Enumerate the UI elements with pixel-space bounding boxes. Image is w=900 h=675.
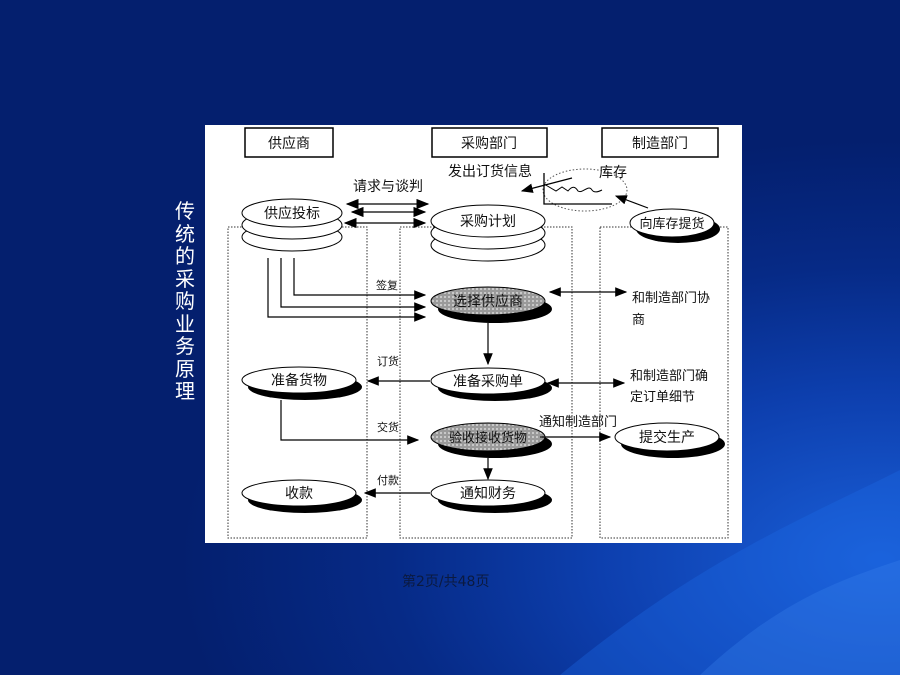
svg-text:提交生产: 提交生产 bbox=[639, 429, 695, 446]
svg-text:准备货物: 准备货物 bbox=[271, 372, 327, 389]
node-notify-finance: 通知财务 bbox=[430, 479, 552, 513]
inventory-label: 库存 bbox=[599, 165, 627, 181]
lane-header-manufacturing: 制造部门 bbox=[601, 127, 719, 158]
svg-text:向库存提货: 向库存提货 bbox=[639, 216, 704, 232]
label-consult-2: 商 bbox=[632, 313, 645, 328]
node-collect-payment: 收款 bbox=[241, 479, 362, 513]
node-inventory-pickup: 向库存提货 bbox=[629, 208, 720, 243]
slide-vertical-title: 传统的采购业务原理 bbox=[175, 199, 195, 403]
label-notify-mfg: 通知制造部门 bbox=[539, 414, 617, 430]
lane-header-supplier: 供应商 bbox=[244, 127, 334, 158]
svg-text:收款: 收款 bbox=[285, 486, 313, 502]
page-number: 第2页/共48页 bbox=[402, 574, 490, 590]
diagram-canvas bbox=[205, 125, 742, 543]
label-confirm-2: 定订单细节 bbox=[630, 390, 695, 405]
label-order: 订货 bbox=[377, 354, 399, 368]
node-submit-production: 提交生产 bbox=[614, 422, 725, 458]
reply-arrows bbox=[267, 258, 427, 322]
negotiation-arrows bbox=[343, 198, 430, 229]
svg-text:采购部门: 采购部门 bbox=[461, 136, 517, 152]
node-prepare-po: 准备采购单 bbox=[430, 367, 552, 401]
label-reply: 签复 bbox=[376, 278, 398, 292]
label-consult-1: 和制造部门协 bbox=[632, 291, 710, 306]
svg-text:制造部门: 制造部门 bbox=[632, 136, 688, 152]
node-supplier-bid: 供应投标 bbox=[241, 198, 343, 252]
svg-text:采购计划: 采购计划 bbox=[460, 214, 516, 230]
label-deliver: 交货 bbox=[377, 420, 399, 434]
svg-text:选择供应商: 选择供应商 bbox=[453, 293, 523, 310]
delivery-arrow bbox=[280, 400, 420, 445]
label-pay: 付款 bbox=[377, 473, 399, 487]
label-confirm-1: 和制造部门确 bbox=[630, 369, 708, 384]
svg-text:供应投标: 供应投标 bbox=[264, 205, 320, 222]
lane-header-purchasing: 采购部门 bbox=[431, 127, 548, 158]
svg-text:通知财务: 通知财务 bbox=[460, 485, 516, 502]
node-purchasing-plan: 采购计划 bbox=[430, 204, 546, 262]
label-order-info: 发出订货信息 bbox=[448, 163, 532, 180]
svg-text:验收接收货物: 验收接收货物 bbox=[449, 430, 527, 446]
node-select-supplier: 选择供应商 bbox=[430, 286, 552, 323]
node-prepare-goods: 准备货物 bbox=[241, 366, 362, 400]
svg-text:准备采购单: 准备采购单 bbox=[453, 373, 523, 390]
inventory-chart: 库存 bbox=[542, 165, 628, 212]
svg-text:供应商: 供应商 bbox=[268, 135, 310, 152]
node-inspect-goods: 验收接收货物 bbox=[430, 422, 552, 458]
label-negotiate: 请求与谈判 bbox=[353, 179, 423, 195]
